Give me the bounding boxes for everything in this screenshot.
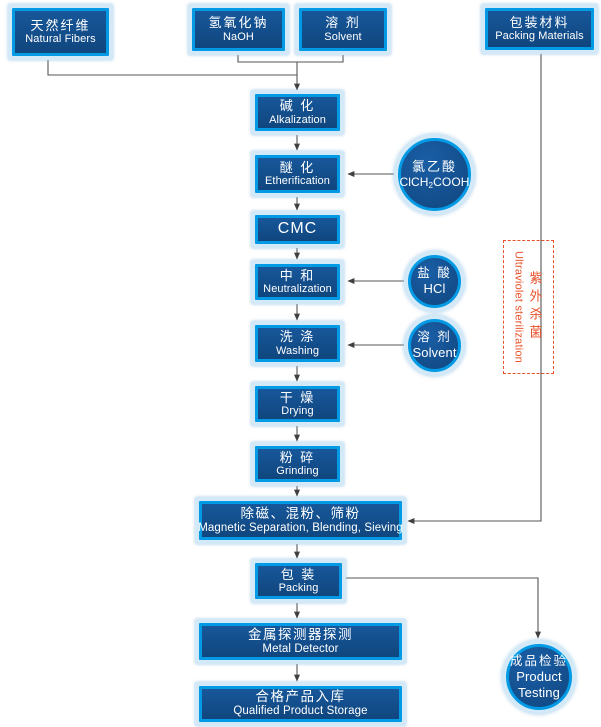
qualified-storage-cn: 合格产品入库 bbox=[255, 689, 346, 705]
neutralization-cn: 中 和 bbox=[279, 267, 316, 283]
qualified-storage-en: Qualified Product Storage bbox=[233, 705, 368, 718]
wire-fibers-to-trunk bbox=[47, 60, 297, 76]
hcl-en: HCl bbox=[423, 281, 446, 297]
washing-en: Washing bbox=[275, 344, 320, 357]
input-node-natural-fibers[interactable]: 天然纤维 Natural Fibers bbox=[8, 4, 113, 60]
step-drying[interactable]: 干 燥 Drying bbox=[251, 382, 344, 426]
chloroacetic-acid-formula: ClCH2COOH bbox=[399, 175, 469, 191]
magnetic-separation-cn: 除磁、混粉、筛粉 bbox=[240, 505, 361, 521]
cmc-label: CMC bbox=[277, 220, 318, 238]
uv-sterilization-cn: 紫外杀菌 bbox=[527, 271, 543, 343]
step-alkalization[interactable]: 碱 化 Alkalization bbox=[251, 90, 344, 135]
wire-naoh-to-trunk bbox=[237, 55, 297, 63]
step-neutralization[interactable]: 中 和 Neutralization bbox=[251, 260, 344, 304]
formula-prefix: ClCH bbox=[399, 174, 429, 189]
grinding-en: Grinding bbox=[276, 465, 319, 478]
alkalization-en: Alkalization bbox=[269, 113, 326, 126]
formula-subscript: 2 bbox=[428, 180, 434, 190]
alkalization-cn: 碱 化 bbox=[279, 98, 316, 114]
step-grinding[interactable]: 粉 碎 Grinding bbox=[251, 442, 344, 486]
step-metal-detector[interactable]: 金属探测器探测 Metal Detector bbox=[195, 619, 406, 664]
input-node-solvent[interactable]: 溶 剂 Solvent bbox=[295, 4, 391, 55]
step-packing[interactable]: 包 装 Packing bbox=[251, 559, 346, 603]
washing-cn: 洗 涤 bbox=[279, 329, 316, 345]
product-testing-cn: 成品检验 bbox=[509, 653, 568, 668]
reagent-solvent-wash[interactable]: 溶 剂 Solvent bbox=[404, 315, 465, 376]
step-cmc[interactable]: CMC bbox=[251, 211, 344, 248]
packing-materials-cn: 包装材料 bbox=[509, 14, 570, 30]
solvent-top-en: Solvent bbox=[324, 30, 362, 43]
step-etherification[interactable]: 醚 化 Etherification bbox=[251, 151, 344, 197]
metal-detector-cn: 金属探测器探测 bbox=[248, 626, 353, 642]
wire-solvent-to-trunk bbox=[297, 55, 344, 63]
drying-cn: 干 燥 bbox=[279, 389, 316, 405]
step-washing[interactable]: 洗 涤 Washing bbox=[251, 321, 344, 366]
uv-sterilization-en: Ultraviolet sterilization bbox=[512, 251, 525, 363]
packing-cn: 包 装 bbox=[280, 566, 317, 582]
natural-fibers-en: Natural Fibers bbox=[25, 33, 96, 46]
formula-suffix: COOH bbox=[433, 174, 470, 189]
solvent-wash-en: Solvent bbox=[412, 345, 457, 361]
natural-fibers-cn: 天然纤维 bbox=[30, 17, 91, 33]
chloroacetic-acid-cn: 氯乙酸 bbox=[411, 158, 457, 174]
step-magnetic-separation[interactable]: 除磁、混粉、筛粉 Magnetic Separation, Blending, … bbox=[195, 497, 406, 544]
step-qualified-storage[interactable]: 合格产品入库 Qualified Product Storage bbox=[195, 682, 406, 726]
magnetic-separation-en: Magnetic Separation, Blending, Sieving bbox=[198, 521, 403, 534]
etherification-en: Etherification bbox=[265, 175, 330, 188]
input-node-naoh[interactable]: 氢氧化钠 NaOH bbox=[188, 4, 289, 55]
naoh-en: NaOH bbox=[223, 30, 254, 43]
etherification-cn: 醚 化 bbox=[279, 159, 316, 175]
product-testing-en-line1: Product bbox=[516, 668, 562, 684]
metal-detector-en: Metal Detector bbox=[262, 642, 339, 655]
naoh-cn: 氢氧化钠 bbox=[208, 15, 269, 31]
drying-en: Drying bbox=[281, 405, 314, 418]
solvent-top-cn: 溶 剂 bbox=[325, 15, 361, 31]
solvent-wash-cn: 溶 剂 bbox=[417, 330, 452, 345]
hcl-cn: 盐 酸 bbox=[417, 266, 452, 281]
reagent-chloroacetic-acid[interactable]: 氯乙酸 ClCH2COOH bbox=[394, 134, 475, 215]
qc-product-testing[interactable]: 成品检验 Product Testing bbox=[502, 640, 576, 714]
packing-en: Packing bbox=[278, 582, 319, 595]
reagent-hydrochloric-acid[interactable]: 盐 酸 HCl bbox=[404, 251, 465, 312]
neutralization-en: Neutralization bbox=[263, 283, 332, 296]
product-testing-en-line2: Testing bbox=[518, 684, 560, 700]
input-node-packing-materials[interactable]: 包装材料 Packing Materials bbox=[481, 4, 598, 54]
annotation-uv-sterilization: 紫外杀菌 Ultraviolet sterilization bbox=[503, 240, 554, 374]
grinding-cn: 粉 碎 bbox=[279, 449, 316, 465]
packing-materials-en: Packing Materials bbox=[495, 30, 584, 43]
